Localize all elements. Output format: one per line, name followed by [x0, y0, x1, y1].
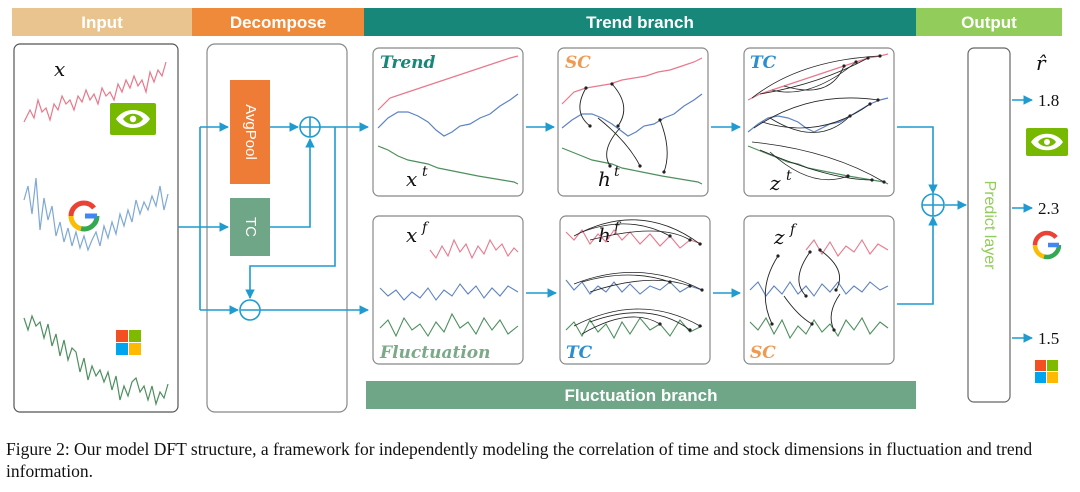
fluct-panel-1-var: x: [406, 223, 417, 247]
fluctuation-branch-bar: Fluctuation branch: [366, 381, 916, 409]
trend-panel-1: Trend x t: [372, 47, 524, 197]
trend-panel-2-tag: SC: [565, 53, 591, 73]
decompose-add-node: [299, 116, 321, 138]
trend-panel-1-var: x: [406, 167, 417, 191]
output-nvidia-logo: [1026, 128, 1068, 156]
trend-panel-2: SC h t: [557, 47, 709, 197]
fluct-panel-3: z f SC: [743, 215, 895, 365]
header-decompose: Decompose: [192, 8, 364, 36]
input-series-microsoft: [23, 314, 169, 407]
decompose-subtract-node: [239, 299, 261, 321]
avgpool-block: [230, 80, 270, 184]
fluct-panel-3-tag: SC: [750, 343, 776, 363]
tc-block-label: TC: [242, 217, 259, 237]
fluct-panel-2-tag: TC: [566, 343, 593, 363]
predict-layer: Predict layer: [967, 47, 1011, 403]
trend-panel-3: TC z t: [743, 47, 895, 197]
trend-panel-1-sup: t: [422, 164, 428, 180]
output-microsoft-logo: [1035, 360, 1058, 383]
header-trend-branch-label: Trend branch: [586, 13, 694, 32]
header-output: Output: [916, 8, 1062, 36]
output-google-logo: [1032, 230, 1062, 260]
trend-panel-3-var: z: [769, 171, 781, 195]
microsoft-logo: [116, 330, 141, 355]
trend-panel-2-var: h: [598, 167, 611, 191]
fluct-panel-2-var: h: [598, 223, 611, 247]
output-value-microsoft: 1.5: [1038, 329, 1059, 348]
trend-panel-2-sup: t: [614, 164, 620, 180]
output-symbol: r̂: [1036, 51, 1047, 75]
header-decompose-label: Decompose: [230, 13, 326, 32]
trend-panel-1-tag: Trend: [380, 53, 436, 73]
input-series-nvidia: [23, 61, 167, 123]
nvidia-logo: [110, 103, 156, 135]
decompose-connectors: [178, 122, 369, 315]
header-trend-branch: Trend branch: [364, 8, 916, 36]
input-series-google: [23, 177, 169, 252]
dft-architecture-diagram: Input Decompose Trend branch Output x: [12, 8, 1068, 413]
branch-connectors: [526, 122, 967, 305]
output-value-google: 2.3: [1038, 199, 1059, 218]
input-var: x: [54, 57, 65, 81]
output-value-nvidia: 1.8: [1038, 91, 1059, 110]
avgpool-label: AvgPool: [242, 104, 259, 160]
figure-caption: Figure 2: Our model DFT structure, a fra…: [6, 439, 1033, 481]
fluct-panel-2: h f TC: [559, 215, 711, 365]
output-values: r̂ 1.8 2.3 1.5: [1012, 51, 1068, 383]
tc-block: [230, 198, 270, 256]
input-panel: x: [13, 43, 179, 413]
predict-layer-label: Predict layer: [981, 181, 998, 271]
fluct-panel-2-sup: f: [613, 220, 622, 236]
fluct-panel-1: x f Fluctuation: [372, 215, 524, 365]
google-logo: [68, 200, 100, 232]
fluctuation-branch-label: Fluctuation branch: [565, 386, 718, 405]
fluct-panel-3-var: z: [773, 225, 785, 249]
header-output-label: Output: [961, 13, 1017, 32]
fluct-panel-3-sup: f: [789, 222, 798, 238]
fluct-panel-1-sup: f: [421, 220, 430, 236]
decompose-panel: AvgPool TC: [206, 43, 348, 413]
trend-panel-3-sup: t: [786, 168, 792, 184]
header-input: Input: [12, 8, 192, 36]
fluct-panel-1-tag: Fluctuation: [379, 343, 490, 363]
output-add-node: [921, 193, 945, 217]
trend-panel-3-tag: TC: [750, 53, 777, 73]
header-input-label: Input: [81, 13, 123, 32]
